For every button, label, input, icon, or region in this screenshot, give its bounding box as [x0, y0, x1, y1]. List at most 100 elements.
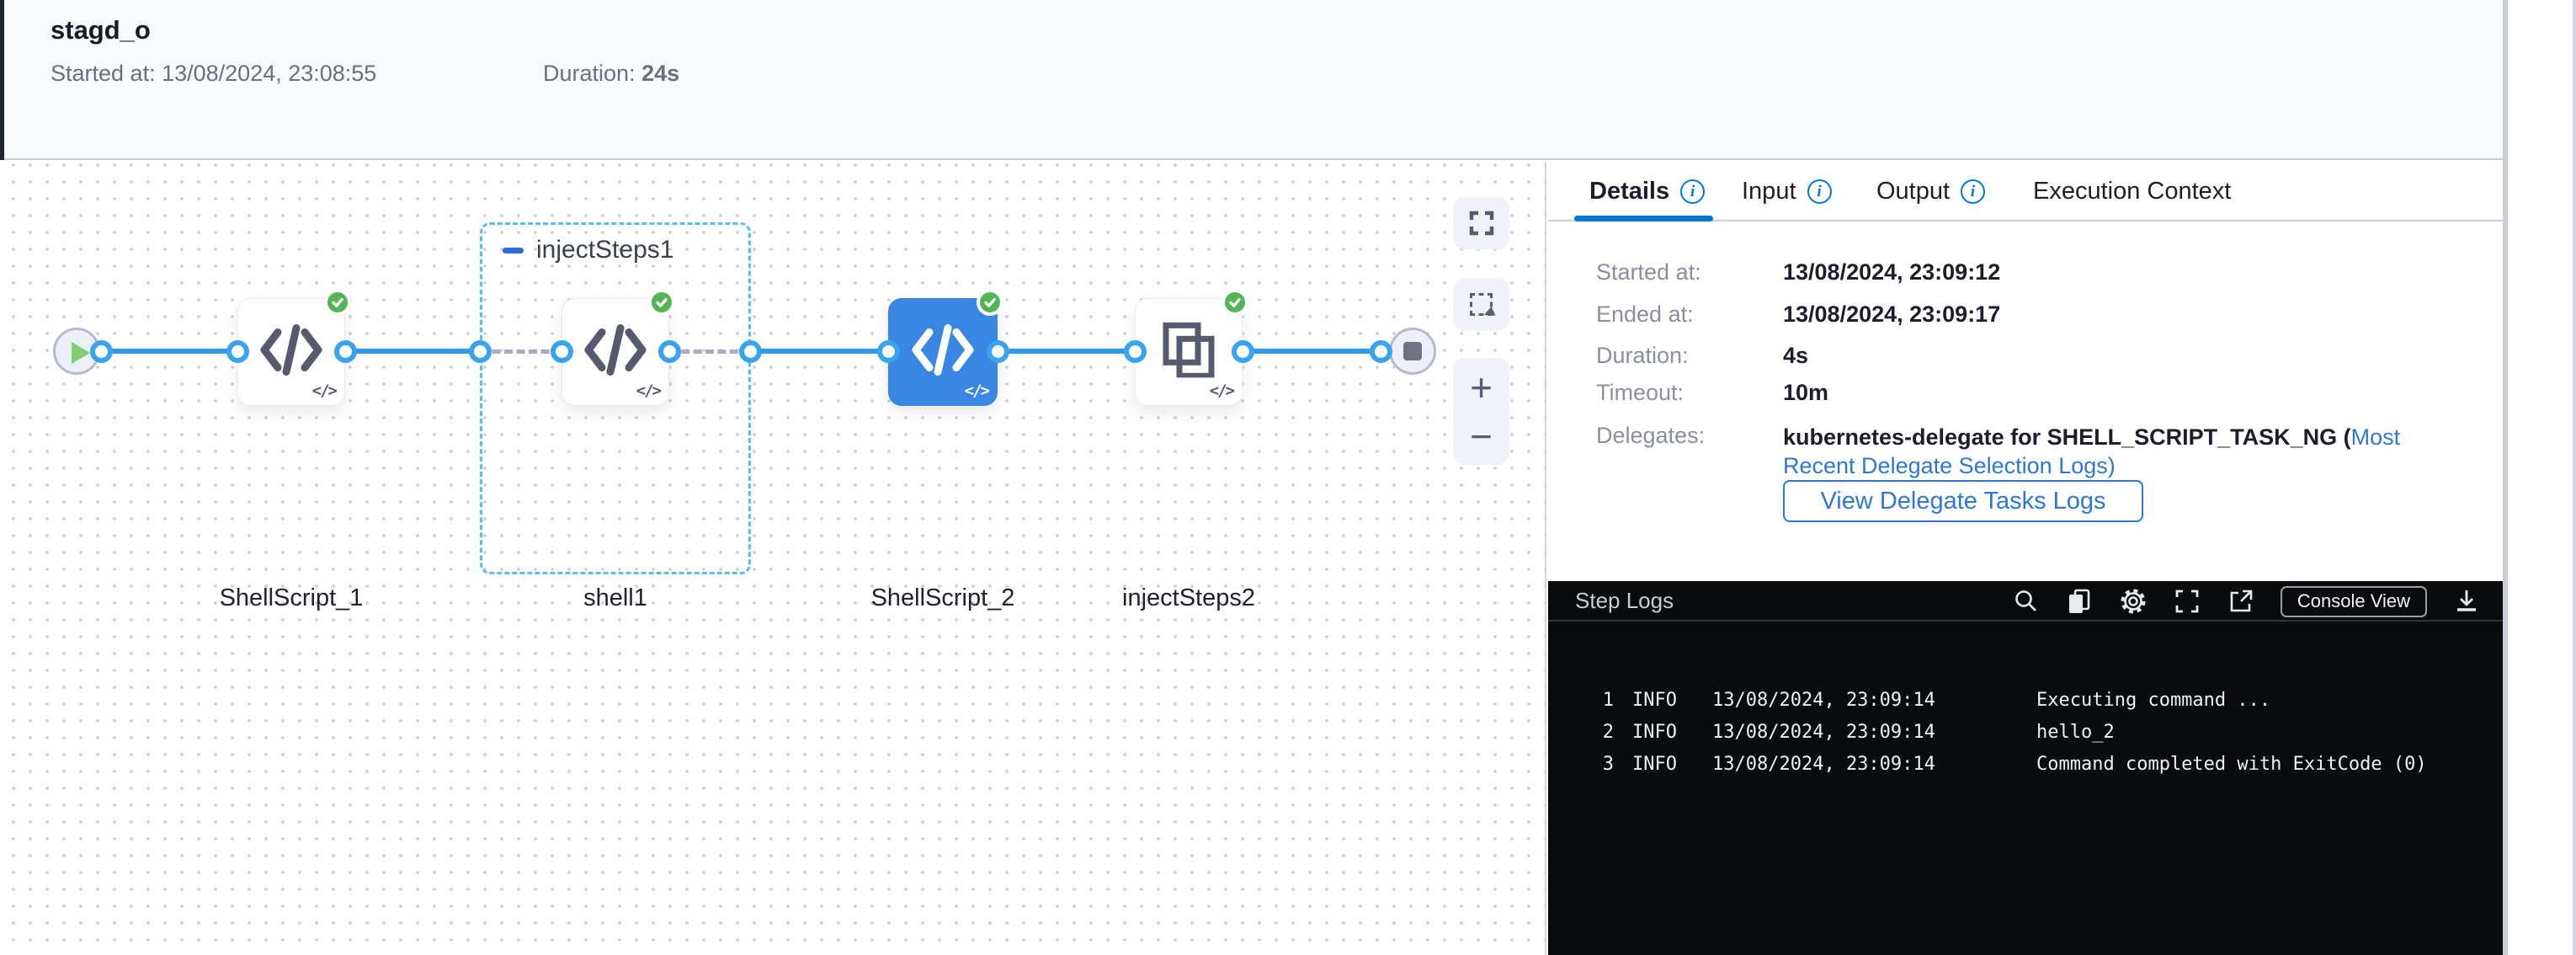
detail-label: Ended at:	[1596, 301, 1694, 327]
shell-script-icon	[911, 324, 975, 376]
log-line-number: 3	[1602, 754, 1614, 775]
search-icon	[2015, 590, 2036, 611]
active-tab-underline	[1574, 216, 1713, 221]
log-timestamp: 13/08/2024, 23:09:14	[1712, 690, 1935, 711]
log-message: Executing command ...	[2036, 690, 2271, 711]
steps-group-icon	[1161, 322, 1216, 378]
node-shellscript1[interactable]: </>	[237, 289, 351, 406]
detail-value: 13/08/2024, 23:09:17	[1783, 301, 2001, 327]
log-line: 3 INFO 13/08/2024, 23:09:14 Command comp…	[1548, 749, 2503, 781]
info-icon[interactable]: i	[1807, 179, 1832, 204]
node-label: shell1	[583, 584, 647, 611]
canvas-select-button[interactable]	[1453, 278, 1509, 331]
delegate-selection-logs-link[interactable]: Most Recent Delegate Selection Logs	[1783, 424, 2401, 478]
detail-value: 10m	[1783, 380, 1829, 405]
step-group-injectsteps1[interactable]: injectSteps1	[480, 222, 751, 574]
log-line-number: 2	[1602, 722, 1614, 743]
search-logs-button[interactable]	[2011, 587, 2040, 616]
open-logs-new-window-button[interactable]	[2227, 587, 2255, 616]
stage-title: stagd_o	[51, 15, 151, 45]
tab-details[interactable]: Details i	[1589, 162, 1706, 221]
copy-icon	[2068, 589, 2090, 613]
stage-header: stagd_o Started at: 13/08/2024, 23:08:55…	[0, 0, 2503, 160]
copy-logs-button[interactable]	[2065, 587, 2094, 616]
info-icon[interactable]: i	[1680, 179, 1706, 204]
success-badge-icon	[1221, 289, 1248, 316]
port	[739, 340, 762, 363]
play-icon	[72, 342, 90, 364]
delegates-suffix: )	[2107, 453, 2116, 478]
external-link-icon	[2230, 590, 2253, 612]
duration-label: Duration:	[543, 61, 636, 86]
step-logs-toolbar: Console View	[2011, 581, 2481, 622]
tab-label: Input	[1742, 178, 1796, 205]
detail-label: Started at:	[1596, 259, 1701, 285]
panel-scrollbar[interactable]	[2503, 0, 2508, 955]
port	[987, 340, 1009, 363]
tab-input[interactable]: Input i	[1742, 162, 1832, 221]
shell-script-icon	[583, 324, 647, 376]
step-type-glyph: </>	[636, 381, 662, 400]
edge-group-to-shellscript2	[750, 349, 888, 354]
collapse-group-icon[interactable]	[503, 248, 524, 253]
step-type-glyph: </>	[964, 381, 990, 400]
log-timestamp: 13/08/2024, 23:09:14	[1712, 754, 1935, 775]
port	[877, 340, 900, 363]
node-shellscript2[interactable]: </>	[888, 289, 1003, 406]
port	[1370, 340, 1392, 363]
tab-execution-context[interactable]: Execution Context	[2033, 162, 2231, 221]
zoom-out-button[interactable]: −	[1470, 413, 1493, 458]
log-level: INFO	[1632, 690, 1677, 711]
view-delegate-tasks-logs-button[interactable]: View Delegate Tasks Logs	[1783, 480, 2143, 522]
page-scrollbar[interactable]	[2573, 0, 2576, 955]
pipeline-canvas[interactable]: injectSteps1	[0, 162, 1546, 955]
success-badge-icon	[324, 289, 351, 316]
logs-fullscreen-button[interactable]	[2173, 587, 2201, 616]
download-logs-button[interactable]	[2452, 587, 2481, 616]
edge-shell1-to-groupend	[669, 349, 750, 354]
detail-label: Duration:	[1596, 343, 1689, 368]
fullscreen-icon	[1469, 211, 1493, 236]
node-injectsteps2[interactable]: </>	[1135, 289, 1248, 406]
info-icon[interactable]: i	[1961, 179, 1986, 204]
start-node	[53, 328, 100, 375]
duration-text: Duration: 24s	[543, 61, 679, 87]
left-nav-edge	[0, 0, 4, 160]
step-type-glyph: </>	[1209, 381, 1235, 400]
console-view-button[interactable]: Console View	[2280, 585, 2427, 617]
detail-value: 13/08/2024, 23:09:12	[1783, 259, 2001, 285]
edge-injectsteps2-to-end	[1243, 349, 1381, 354]
detail-row-timeout: Timeout: 10m	[1548, 380, 2503, 410]
detail-row-delegates: Delegates: kubernetes-delegate for SHELL…	[1548, 423, 2503, 483]
detail-row-duration: Duration: 4s	[1548, 343, 2503, 373]
tab-output[interactable]: Output i	[1876, 162, 1986, 221]
canvas-fullscreen-button[interactable]	[1453, 197, 1509, 249]
log-level: INFO	[1632, 722, 1677, 743]
log-line: 2 INFO 13/08/2024, 23:09:14 hello_2	[1548, 717, 2503, 749]
delegates-value: kubernetes-delegate for SHELL_SCRIPT_TAS…	[1783, 423, 2473, 480]
download-icon	[2457, 590, 2476, 611]
port	[1124, 340, 1147, 363]
step-logs-title: Step Logs	[1575, 587, 1674, 613]
detail-label: Delegates:	[1596, 423, 1706, 448]
step-group-label: injectSteps1	[536, 236, 674, 264]
detail-value: 4s	[1783, 343, 1809, 368]
stop-icon	[1403, 342, 1422, 360]
port	[658, 340, 681, 363]
delegates-text: kubernetes-delegate for SHELL_SCRIPT_TAS…	[1783, 424, 2351, 450]
log-settings-button[interactable]	[2119, 587, 2148, 616]
started-at-value: 13/08/2024, 23:08:55	[162, 61, 377, 86]
marquee-select-icon	[1470, 293, 1498, 322]
log-timestamp: 13/08/2024, 23:09:14	[1712, 722, 1935, 743]
edge-shellscript1-to-group	[345, 349, 480, 354]
log-message: Command completed with ExitCode (0)	[2036, 754, 2427, 775]
step-logs-console: Step Logs	[1548, 581, 2503, 955]
node-shell1[interactable]: </>	[562, 289, 675, 406]
canvas-zoom-control: + −	[1453, 358, 1509, 465]
tab-label: Output	[1876, 178, 1951, 205]
edge-start-to-shellscript1	[101, 349, 237, 354]
port	[551, 340, 573, 363]
step-logs-header: Step Logs	[1548, 581, 2503, 622]
zoom-in-button[interactable]: +	[1470, 365, 1493, 409]
